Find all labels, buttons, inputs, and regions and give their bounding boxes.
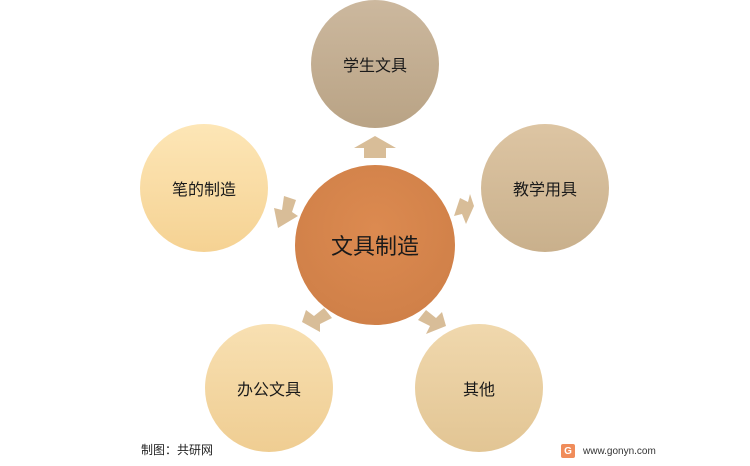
- node-label: 学生文具: [342, 56, 407, 75]
- credit-value: 共研网: [177, 443, 214, 457]
- website-link[interactable]: www.gonyn.com: [583, 445, 656, 457]
- node-label: 笔的制造: [171, 180, 236, 199]
- node-label: 教学用具: [512, 180, 577, 199]
- chart-credit: 制图：共研网: [141, 441, 213, 458]
- gonyn-logo-icon: G: [561, 444, 575, 458]
- center-node-label: 文具制造: [330, 235, 419, 260]
- arrow-upper-right-icon: [454, 194, 474, 224]
- node-label: 其他: [462, 380, 495, 399]
- arrow-lower-right-icon: [418, 310, 446, 334]
- node-office-stationery: 办公文具: [205, 324, 333, 452]
- node-student-stationery: 学生文具: [311, 0, 439, 128]
- node-label: 办公文具: [236, 380, 301, 399]
- center-node: 文具制造: [295, 165, 455, 325]
- node-other: 其他: [415, 324, 543, 452]
- node-pen-manufacturing: 笔的制造: [140, 124, 268, 252]
- credit-label: 制图：: [141, 443, 178, 457]
- arrow-upper-left-icon: [274, 196, 298, 228]
- source-website: G www.gonyn.com: [561, 441, 656, 461]
- arrow-up-icon: [354, 136, 396, 158]
- node-teaching-aids: 教学用具: [481, 124, 609, 252]
- arrow-lower-left-icon: [302, 308, 332, 332]
